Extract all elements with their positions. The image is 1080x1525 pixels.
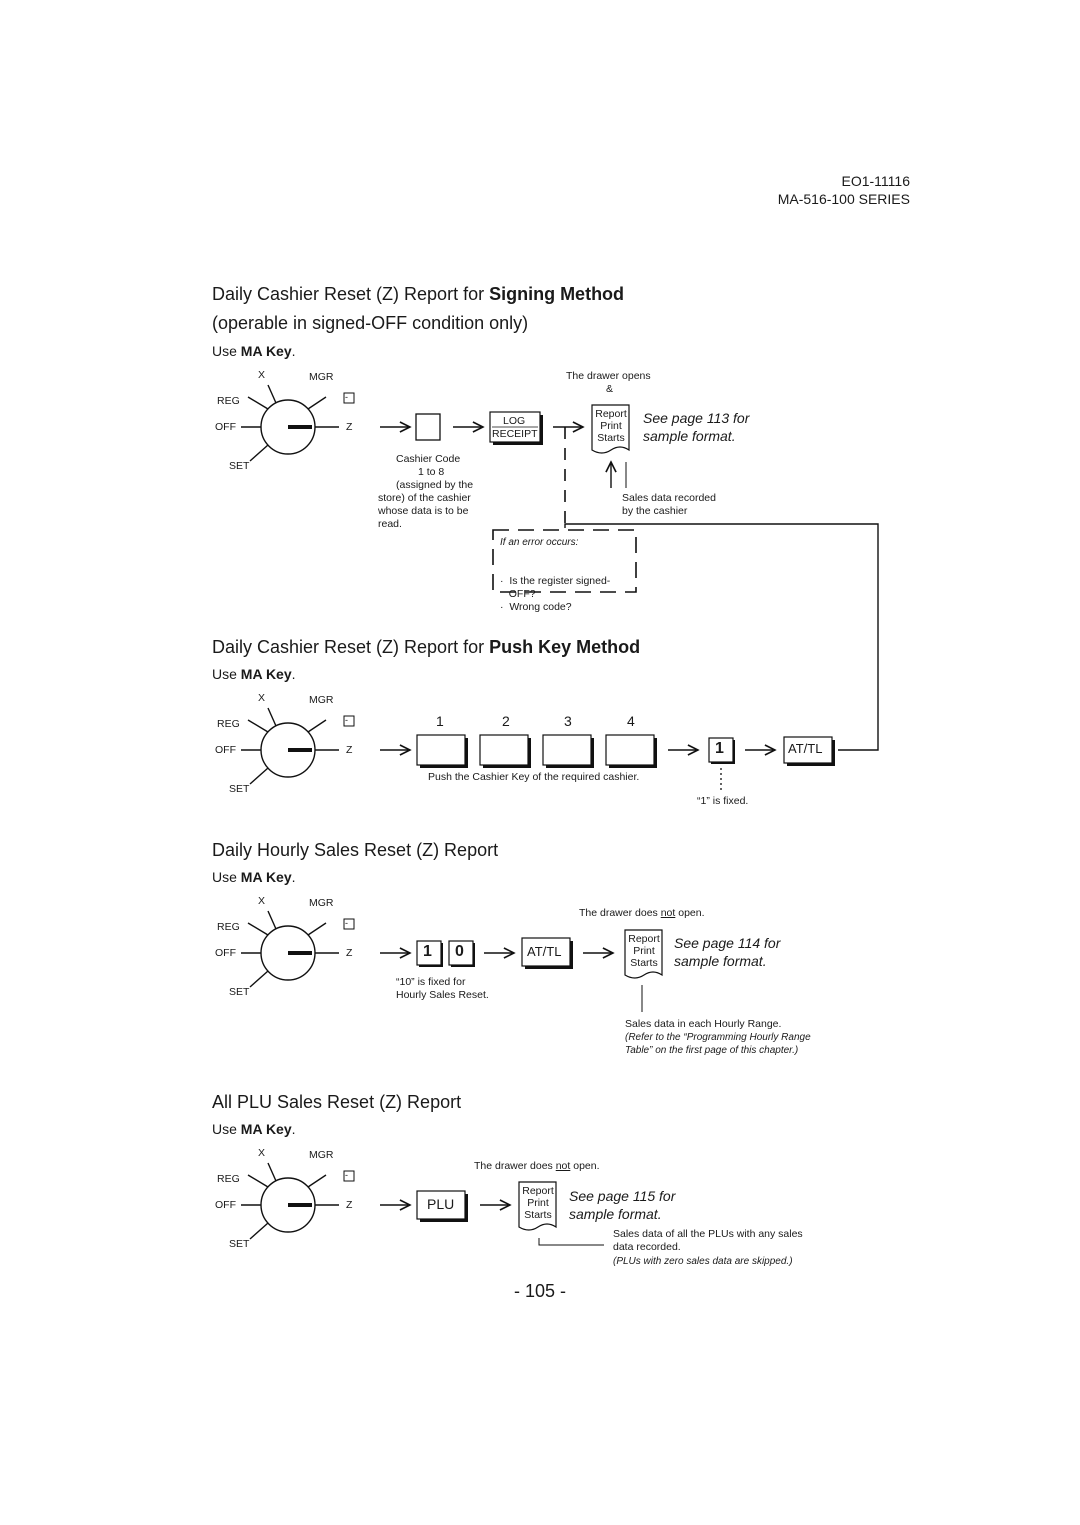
- dial-label-x: X: [258, 1147, 266, 1159]
- doc-number: EO1-11116: [841, 173, 911, 189]
- dial-label-z: Z: [346, 421, 353, 433]
- connector-line: [564, 523, 879, 751]
- key-label-receipt: RECEIPT: [492, 428, 538, 440]
- section-title-push-key: Daily Cashier Reset (Z) Report for Push …: [212, 637, 641, 657]
- key-0: [448, 940, 474, 966]
- dial-label-set: SET: [229, 460, 250, 472]
- document-header: EO1-11116 MA-516-100 SERIES: [778, 172, 910, 208]
- cashier-key-4: [605, 734, 655, 766]
- error-box: [492, 529, 637, 593]
- hourly-sales-data-note: Sales data in each Hourly Range.: [625, 1018, 782, 1030]
- amp-note: &: [606, 383, 614, 395]
- key-label-1: 1: [423, 943, 432, 960]
- cashier-key-1: [416, 734, 466, 766]
- dial-label-reg: REG: [217, 921, 240, 933]
- section-title-signing: Daily Cashier Reset (Z) Report for Signi…: [212, 284, 625, 304]
- attl-key: [783, 736, 833, 764]
- dial-label-z: Z: [346, 744, 353, 756]
- dial-label-x: X: [258, 369, 266, 381]
- series-name: MA-516-100 SERIES: [777, 191, 910, 207]
- report-print-icon: [591, 404, 630, 454]
- dial-label-off: OFF: [215, 744, 236, 756]
- dial-label-mgr: MGR: [309, 694, 334, 706]
- dial-label-set: SET: [229, 1238, 250, 1250]
- dial-label-z: Z: [346, 947, 353, 959]
- dial-label-off: OFF: [215, 947, 236, 959]
- use-key-note: Use MA Key.: [212, 869, 296, 885]
- drawer-not-open-note: The drawer does not open.: [474, 1160, 600, 1172]
- dial-label-mgr: MGR: [309, 1149, 334, 1161]
- dial-label-off: OFF: [215, 1199, 236, 1211]
- key-label-attl: AT/TL: [527, 944, 562, 959]
- dial-label-minus: -: [345, 715, 348, 725]
- drawer-opens-note: The drawer opens: [566, 370, 651, 382]
- use-key-note: Use MA Key.: [212, 1121, 296, 1137]
- dial-label-minus: -: [345, 392, 348, 402]
- key-label-0: 0: [455, 943, 464, 960]
- cashier-number-1: 1: [436, 713, 444, 729]
- key-label-plu: PLU: [427, 1196, 455, 1212]
- dial-label-off: OFF: [215, 421, 236, 433]
- skip-note: (PLUs with zero sales data are skipped.): [613, 1256, 793, 1267]
- dial-label-reg: REG: [217, 718, 240, 730]
- dial-label-z: Z: [346, 1199, 353, 1211]
- cashier-number-4: 4: [627, 713, 635, 729]
- mode-key-dial: [241, 384, 355, 462]
- fixed-note: “1” is fixed.: [697, 795, 749, 807]
- dial-label-mgr: MGR: [309, 371, 334, 383]
- report-print-icon: [624, 929, 663, 979]
- key-label-log: LOG: [503, 415, 526, 427]
- cashier-key-2: [479, 734, 529, 766]
- page-number: - 105 -: [513, 1281, 567, 1301]
- mode-key-dial: [241, 1162, 355, 1240]
- key-1: [708, 737, 734, 763]
- key-1: [416, 940, 442, 966]
- dial-label-minus: -: [345, 918, 348, 928]
- cashier-number-3: 3: [564, 713, 572, 729]
- push-cashier-note: Push the Cashier Key of the required cas…: [428, 771, 640, 783]
- dial-label-set: SET: [229, 986, 250, 998]
- plu-key: [416, 1190, 466, 1220]
- dial-label-reg: REG: [217, 395, 240, 407]
- dial-label-reg: REG: [217, 1173, 240, 1185]
- key-label-attl: AT/TL: [788, 741, 823, 756]
- cashier-number-2: 2: [502, 713, 510, 729]
- error-items: · Is the register signed- OFF?· Wrong co…: [500, 575, 611, 613]
- mode-key-dial: [241, 707, 355, 785]
- cashier-key-3: [542, 734, 592, 766]
- cashier-code-key: [415, 413, 441, 441]
- dial-label-set: SET: [229, 783, 250, 795]
- mode-key-dial: [241, 910, 355, 988]
- attl-key: [521, 937, 571, 967]
- drawer-not-open-note: The drawer does not open.: [579, 907, 705, 919]
- use-key-note: Use MA Key.: [212, 666, 296, 682]
- key-label-1: 1: [715, 740, 724, 757]
- dial-label-minus: -: [345, 1170, 348, 1180]
- section-title-hourly: Daily Hourly Sales Reset (Z) Report: [212, 840, 499, 860]
- use-key-note: Use MA Key.: [212, 343, 296, 359]
- dial-label-x: X: [258, 692, 266, 704]
- dial-label-mgr: MGR: [309, 897, 334, 909]
- section-subtitle-signing: (operable in signed-OFF condition only): [212, 313, 529, 333]
- dial-label-x: X: [258, 895, 266, 907]
- cashier-code-note: Cashier Code 1 to 8 (assigned by the sto…: [378, 453, 474, 530]
- section-title-plu: All PLU Sales Reset (Z) Report: [212, 1092, 462, 1112]
- error-title: If an error occurs:: [500, 537, 579, 548]
- report-print-icon: [518, 1181, 557, 1231]
- plu-sales-data-note: Sales data of all the PLUs with any sale…: [613, 1228, 803, 1253]
